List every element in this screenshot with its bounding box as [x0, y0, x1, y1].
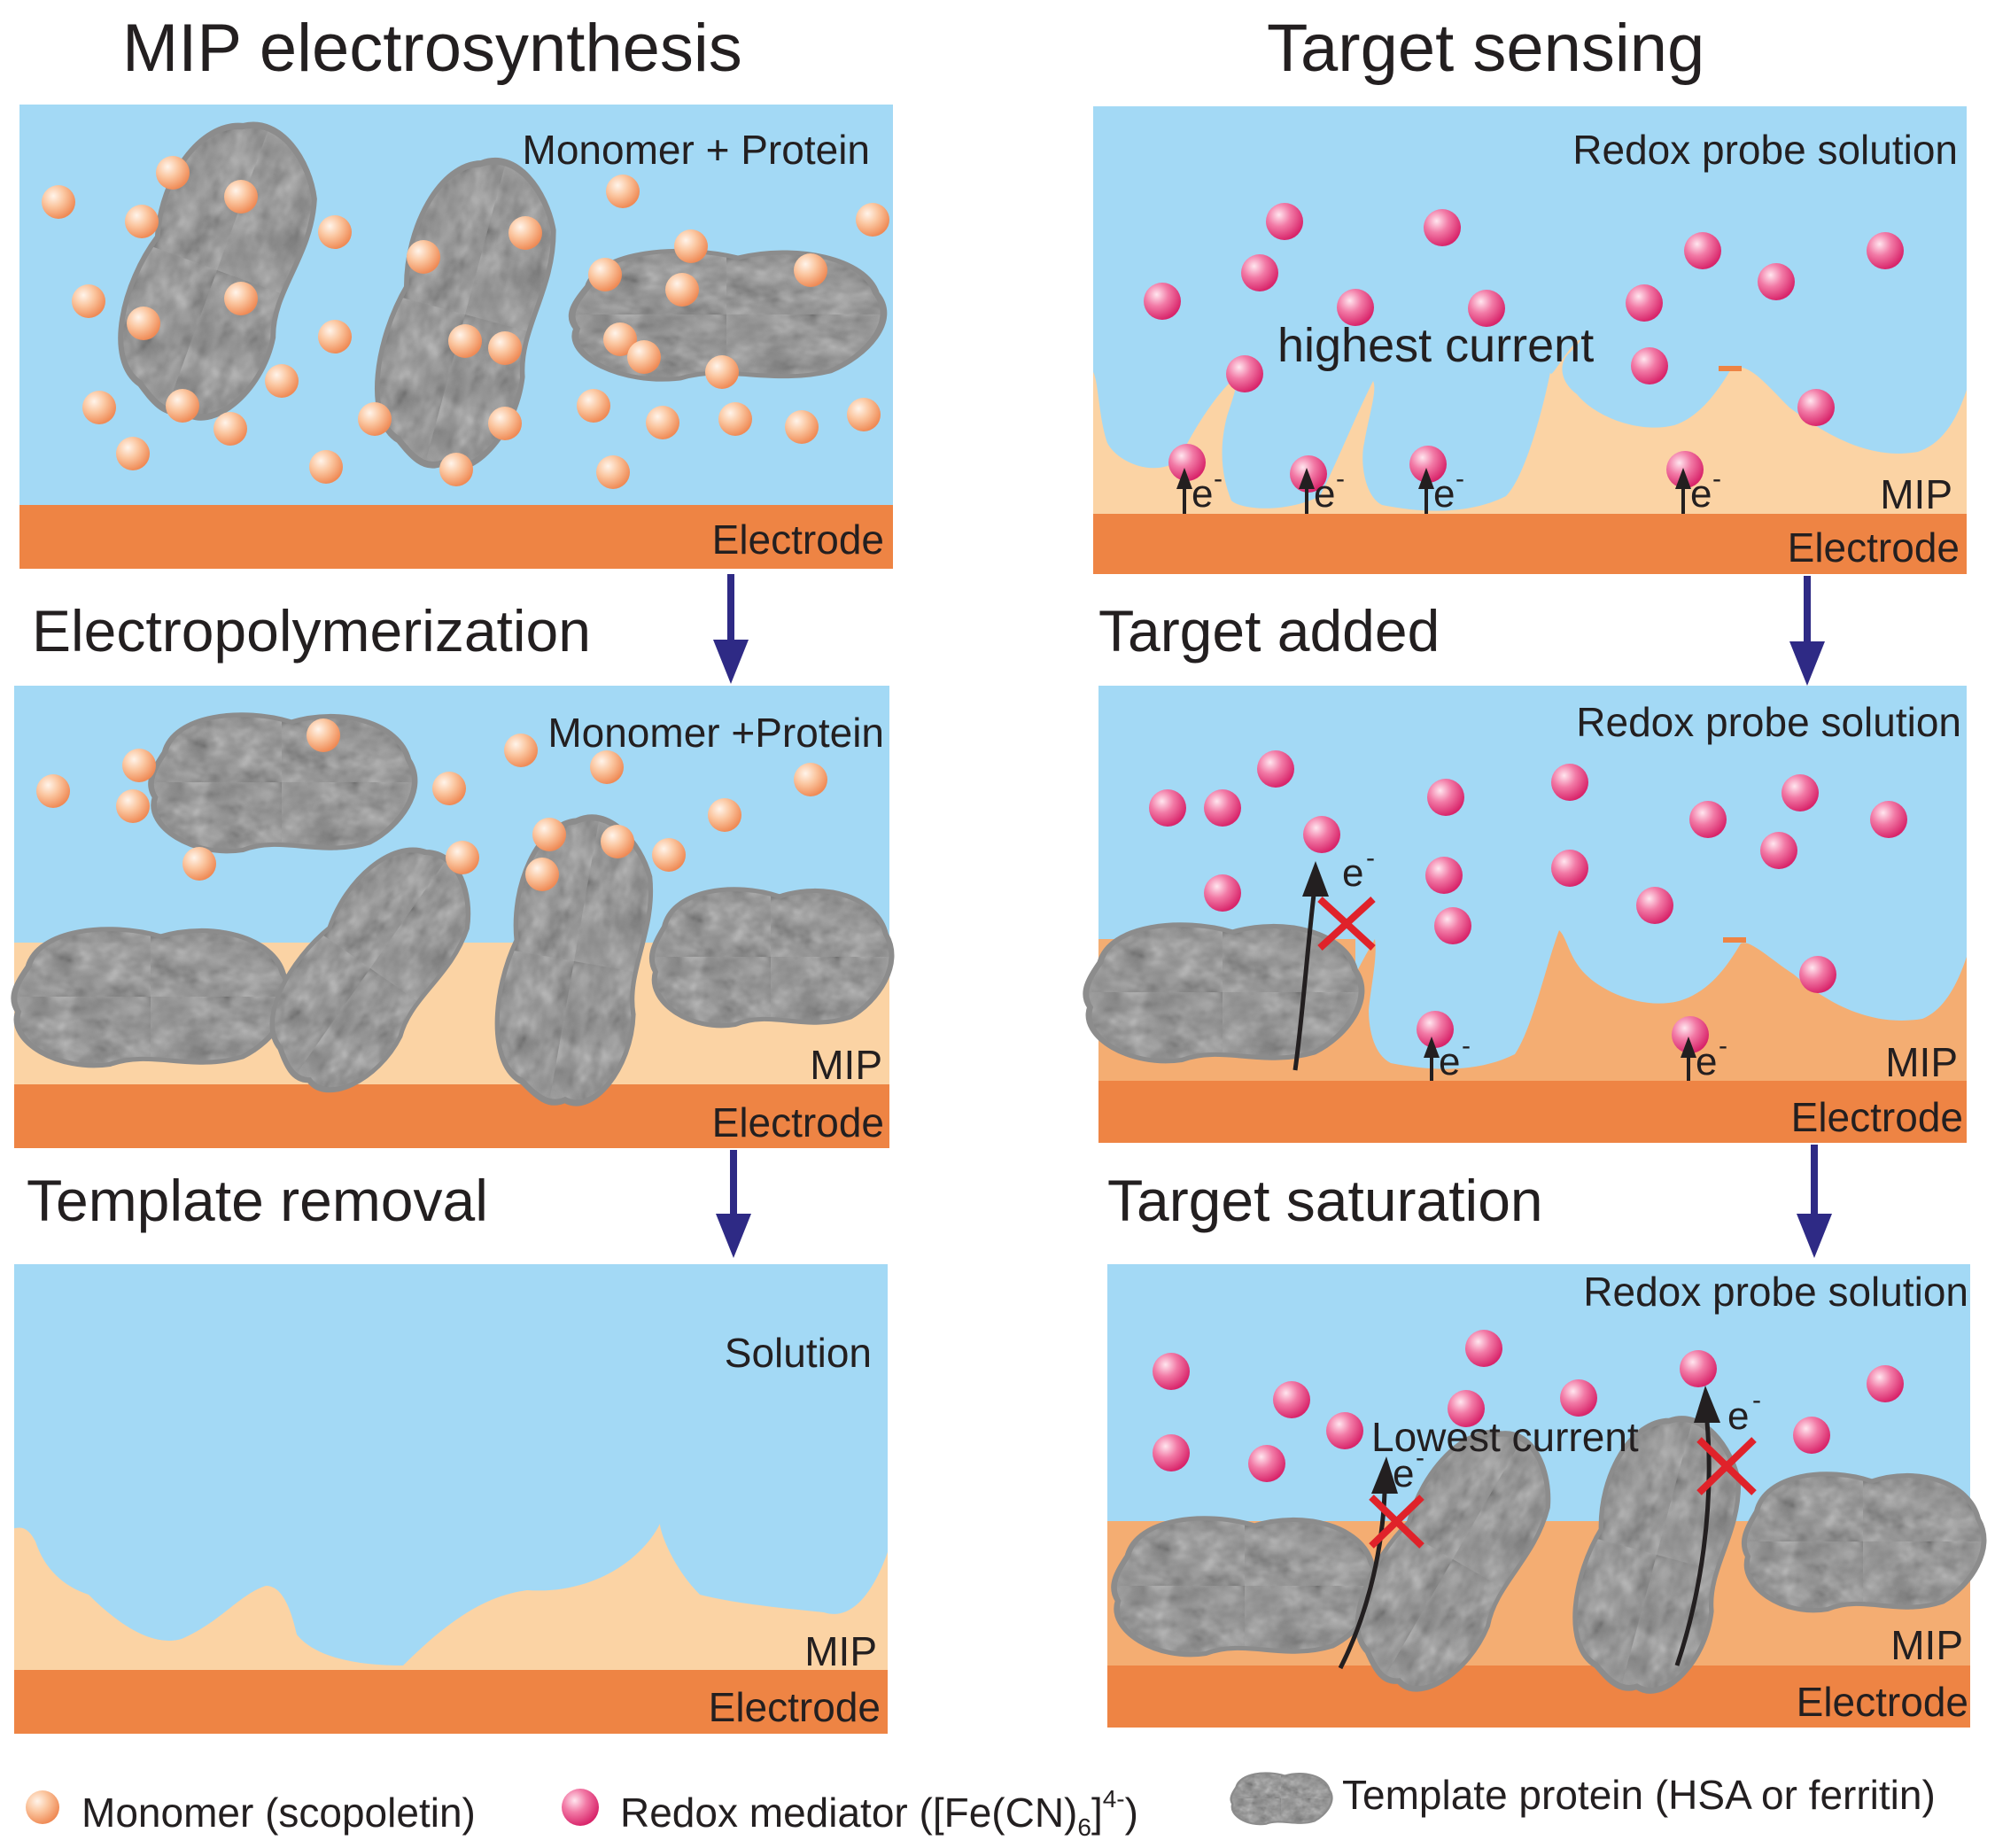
redox-group — [1144, 203, 1904, 493]
electron-label: e — [1439, 1040, 1460, 1083]
blocked-electron-path: e - — [1674, 1386, 1761, 1666]
mip-fragment — [1719, 366, 1742, 371]
step-label-electropolymerization: Electropolymerization — [32, 598, 591, 664]
left-panel-3: Solution MIP Electrode — [14, 1264, 888, 1734]
electron-label: e — [1342, 851, 1363, 895]
electrode-label: Electrode — [1797, 1679, 1968, 1725]
process-arrow — [716, 1150, 751, 1258]
electron-charge: - — [1366, 843, 1375, 873]
process-arrow — [1797, 1145, 1832, 1258]
template-protein — [652, 889, 892, 1026]
left-panel-2: Monomer +Protein MIP Electrode — [14, 686, 892, 1148]
solution-label: Monomer + Protein — [523, 127, 870, 173]
process-arrow — [713, 574, 749, 684]
redox-group — [1153, 1330, 1904, 1482]
electron-charge: - — [1416, 1443, 1424, 1472]
solution-area — [1098, 686, 1967, 1069]
electron-charge: - — [1719, 1031, 1727, 1060]
mip-label: MIP — [804, 1628, 877, 1674]
electrode-layer — [14, 1084, 889, 1148]
electron-charge: - — [1712, 464, 1721, 493]
electrode-layer — [19, 505, 893, 569]
right-title: Target sensing — [1267, 11, 1704, 86]
solution-label: Solution — [725, 1330, 872, 1376]
electron-charge: - — [1752, 1386, 1761, 1415]
mip-label: MIP — [1880, 471, 1952, 517]
template-protein — [14, 929, 290, 1066]
electron-label: e — [1314, 472, 1335, 516]
step-label-target-saturation: Target saturation — [1107, 1168, 1543, 1233]
legend-redox-swatch — [562, 1789, 599, 1826]
electrode-label: Electrode — [709, 1684, 881, 1730]
template-protein — [1114, 1518, 1378, 1655]
electron-label: e — [1192, 472, 1213, 516]
current-label: Lowest current — [1371, 1414, 1639, 1460]
solution-area — [14, 1264, 888, 1666]
electrode-label: Electrode — [712, 516, 884, 563]
current-label: highest current — [1277, 319, 1594, 372]
electron-charge: - — [1336, 464, 1345, 493]
electron-charge: - — [1455, 464, 1464, 493]
electron-label: e — [1393, 1452, 1414, 1495]
electrode-label: Electrode — [712, 1099, 884, 1145]
electron-label: e — [1433, 472, 1455, 516]
legend-redox-label: Redox mediator ([Fe(CN)6]4-) — [620, 1785, 1138, 1841]
left-panel-1: Monomer + Protein Electrode — [19, 103, 893, 569]
blocked-electron-path: e - — [1338, 1443, 1424, 1670]
legend-monomer-swatch — [26, 1790, 59, 1824]
legend-template-label: Template protein (HSA or ferritin) — [1342, 1772, 1936, 1818]
solution-area — [1093, 106, 1967, 511]
step-label-template-removal: Template removal — [27, 1168, 488, 1233]
electrode-layer — [1093, 514, 1967, 574]
electron-charge: - — [1214, 464, 1223, 493]
electron-label: e — [1696, 1040, 1717, 1083]
blocked-electron-path: e - — [1292, 843, 1376, 1071]
redox-group — [1149, 750, 1907, 1053]
electron-charge: - — [1462, 1031, 1471, 1060]
electrode-layer — [1098, 1081, 1967, 1143]
solution-label: Redox probe solution — [1572, 127, 1958, 173]
solution-label: Monomer +Protein — [547, 710, 884, 756]
mip-label: MIP — [1890, 1622, 1963, 1668]
step-label-target-added: Target added — [1098, 598, 1440, 664]
mip-label: MIP — [1885, 1039, 1958, 1085]
legend: Monomer (scopoletin) Redox mediator ([Fe… — [26, 1772, 1936, 1841]
mip-fragment — [1723, 937, 1746, 943]
template-protein — [151, 715, 415, 851]
electron-label: e — [1727, 1394, 1749, 1438]
electrode-label: Electrode — [1791, 1094, 1963, 1140]
electrode-layer — [14, 1670, 888, 1734]
mip-label: MIP — [810, 1042, 882, 1088]
solution-label: Redox probe solution — [1583, 1269, 1968, 1315]
electrode-label: Electrode — [1788, 524, 1960, 571]
electrode-layer — [1107, 1666, 1970, 1728]
right-panel-3: e - e - Redox probe solution Lowest curr… — [1107, 1264, 1983, 1728]
electron-label: e — [1690, 472, 1712, 516]
template-protein — [1744, 1474, 1984, 1611]
legend-template-swatch — [1230, 1772, 1333, 1826]
right-panel-2: e - e - e - Redox probe solution MIP Ele… — [1086, 686, 1967, 1143]
monomer-group — [42, 156, 889, 489]
monomer-group — [36, 718, 827, 891]
electron-transfer-arrows: e - e - e - e - — [1176, 464, 1721, 516]
left-title: MIP electrosynthesis — [122, 11, 742, 86]
right-panel-1: e - e - e - e - Redox probe solution hig… — [1093, 106, 1967, 574]
legend-monomer-label: Monomer (scopoletin) — [82, 1790, 476, 1836]
process-arrow — [1789, 576, 1825, 686]
electron-transfer-arrows: e - e - — [1424, 1031, 1727, 1083]
solution-label: Redox probe solution — [1576, 699, 1961, 745]
